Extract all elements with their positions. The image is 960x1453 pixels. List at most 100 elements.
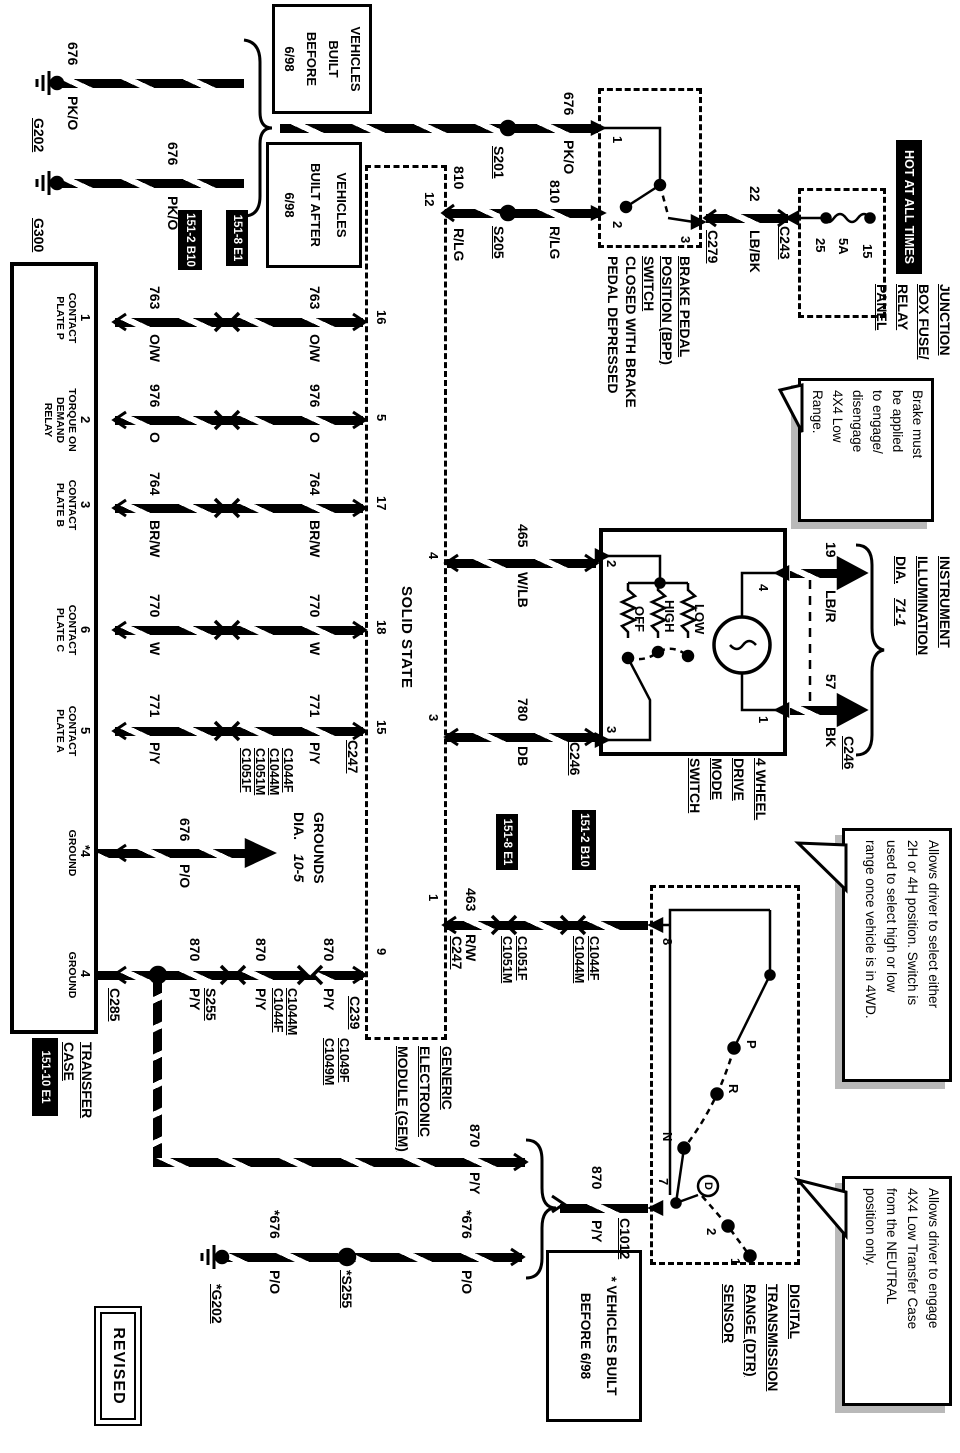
connector-c285: C285 xyxy=(107,988,123,1022)
wire-771-num: 771 xyxy=(307,694,323,718)
wire-465-wlb xyxy=(447,559,596,568)
gnd1-color: PK/O xyxy=(65,96,81,131)
mode-high: HIGH xyxy=(662,600,677,633)
ground-icon-g202 xyxy=(35,71,65,95)
mode-pin2: 2 xyxy=(604,560,619,568)
dtr-pos-p: P xyxy=(744,1040,759,1049)
wire-870-branch-color: P/Y xyxy=(467,1172,483,1195)
gem-name-line: GENERIC xyxy=(439,1046,455,1110)
wire-676star-po xyxy=(226,1253,522,1262)
tcase-pin-text: CONTACT xyxy=(66,292,78,344)
veh-after-line: 6/98 xyxy=(282,192,297,218)
dtr-pos-1: 1 xyxy=(728,1258,743,1266)
ground-icon-g300 xyxy=(35,171,65,195)
revised-label: REVISED xyxy=(100,1312,136,1420)
mode-low: LOW xyxy=(692,604,707,635)
wire-976-color: O xyxy=(307,432,323,443)
gem-pin4: 4 xyxy=(426,552,441,560)
grounds-ref-dia-num: 10-5 xyxy=(291,854,307,883)
gem-solid-state: SOLID STATE xyxy=(398,586,415,689)
callout-neutral-line: Allows driver to engage xyxy=(926,1188,941,1329)
bpp-name-line: POSITION (BPP) xyxy=(659,256,675,365)
dtr-pin8: 8 xyxy=(660,938,675,946)
wire-676po-color: P/O xyxy=(177,864,193,889)
mode-name-line: SWITCH xyxy=(687,758,703,814)
gnd2-color: PK/O xyxy=(165,196,181,231)
wire22-color: LB/BK xyxy=(747,230,763,273)
gem-name-line: ELECTRONIC xyxy=(417,1046,433,1137)
wire-763-num-2: 763 xyxy=(147,286,163,310)
brace-illumination xyxy=(855,543,885,757)
ref-151-10-e1: 151-10 E1 xyxy=(32,1038,58,1116)
connector-c1051f: C1051F xyxy=(515,936,529,981)
wire-771-color: P/Y xyxy=(307,742,323,765)
wire-763-num: 763 xyxy=(307,286,323,310)
callout-brake-line: to engage/ xyxy=(870,390,885,454)
fuse-cavity: 25 xyxy=(813,238,828,253)
illum-ref: 71-1 xyxy=(893,598,909,627)
wire-676-po-grounds xyxy=(98,849,260,858)
bpp-note-line: CLOSED WITH BRAKE xyxy=(623,256,639,408)
wire-763-color: O/W xyxy=(307,334,323,362)
wire-976-color-2: O xyxy=(147,432,163,443)
ground-g202star: *G202 xyxy=(209,1284,225,1324)
wire676-color: PK/O xyxy=(561,140,577,175)
wire-22-lbbk xyxy=(706,214,788,223)
wire-870-py-merged xyxy=(560,1204,648,1213)
ref-label: 151-8 E1 xyxy=(231,214,243,262)
callout-brake-line: Brake must xyxy=(910,390,925,459)
splice-s201: S201 xyxy=(491,146,507,179)
hot-label: HOT AT ALL TIMES xyxy=(902,150,916,264)
illum-line: ILLUMINATION xyxy=(915,556,931,656)
wire-57-color: BK xyxy=(823,727,839,748)
wire810-color-2: R/LG xyxy=(451,228,467,262)
mode-pin4: 4 xyxy=(756,584,771,592)
wire-764-num-2: 764 xyxy=(147,472,163,496)
connector-c247-bottom: C247 xyxy=(345,740,361,774)
wire-676-pko xyxy=(280,124,598,133)
wire-676-g202-branch xyxy=(62,79,244,88)
dtr-pos-n: N xyxy=(660,1132,675,1142)
illum-line: INSTRUMENT xyxy=(937,556,953,648)
wire-463-color: R/W xyxy=(463,934,479,962)
veh-star-line: * VEHICLES BUILT xyxy=(604,1276,619,1396)
wire-870-merged-num: 870 xyxy=(589,1166,605,1190)
gem-pin18: 18 xyxy=(374,620,389,635)
connector-c1012: C1012 xyxy=(617,1218,633,1260)
tcase-pin-num: 4 xyxy=(78,970,93,978)
veh-before-line: VEHICLES xyxy=(348,26,363,92)
connector-c243: C243 xyxy=(777,226,793,260)
tcase-pin-text: GROUND xyxy=(66,829,78,877)
wire-465-color: W/LB xyxy=(515,572,531,608)
gem-pin5: 5 xyxy=(374,414,389,422)
tcase-pin-text: RELAY xyxy=(42,402,54,438)
tcase-pin-text: PLATE B xyxy=(54,482,66,528)
wire-770-w xyxy=(115,626,363,635)
wire-780-num: 780 xyxy=(515,698,531,722)
illum-dia: DIA. xyxy=(893,556,909,584)
connector-c1044f: C1044F xyxy=(271,988,285,1033)
wire-764-color-2: BR/W xyxy=(147,520,163,558)
connector-c1051m: C1051M xyxy=(500,936,514,984)
mode-pin1: 1 xyxy=(756,716,771,724)
wire-770-color: W xyxy=(307,642,323,656)
wire-870-merged-color: P/Y xyxy=(589,1220,605,1243)
mode-name-line: 4 WHEEL xyxy=(753,758,769,821)
wire-870-num: 870 xyxy=(253,938,269,962)
bpp-name-line: SWITCH xyxy=(641,256,657,312)
veh-before-line: 6/98 xyxy=(282,46,297,72)
ground-icon-g202star xyxy=(200,1245,230,1269)
fuse-row: 15 xyxy=(860,244,875,259)
mode-pin3: 3 xyxy=(604,726,619,734)
wire-19-color: LB/R xyxy=(823,590,839,623)
callout-select-line: 2H or 4H position. Switch is xyxy=(905,840,920,1006)
splice-s205: S205 xyxy=(491,226,507,259)
wire-770-num-2: 770 xyxy=(147,594,163,618)
wire-676star-color: P/O xyxy=(459,1270,475,1295)
wire-465-num: 465 xyxy=(515,524,531,548)
wire-19-lbr-arrow xyxy=(790,569,848,578)
tcase-name-line: CASE xyxy=(61,1042,77,1081)
tcase-pin-text: CONTACT xyxy=(66,705,78,757)
wire-676star-num: *676 xyxy=(459,1210,475,1239)
